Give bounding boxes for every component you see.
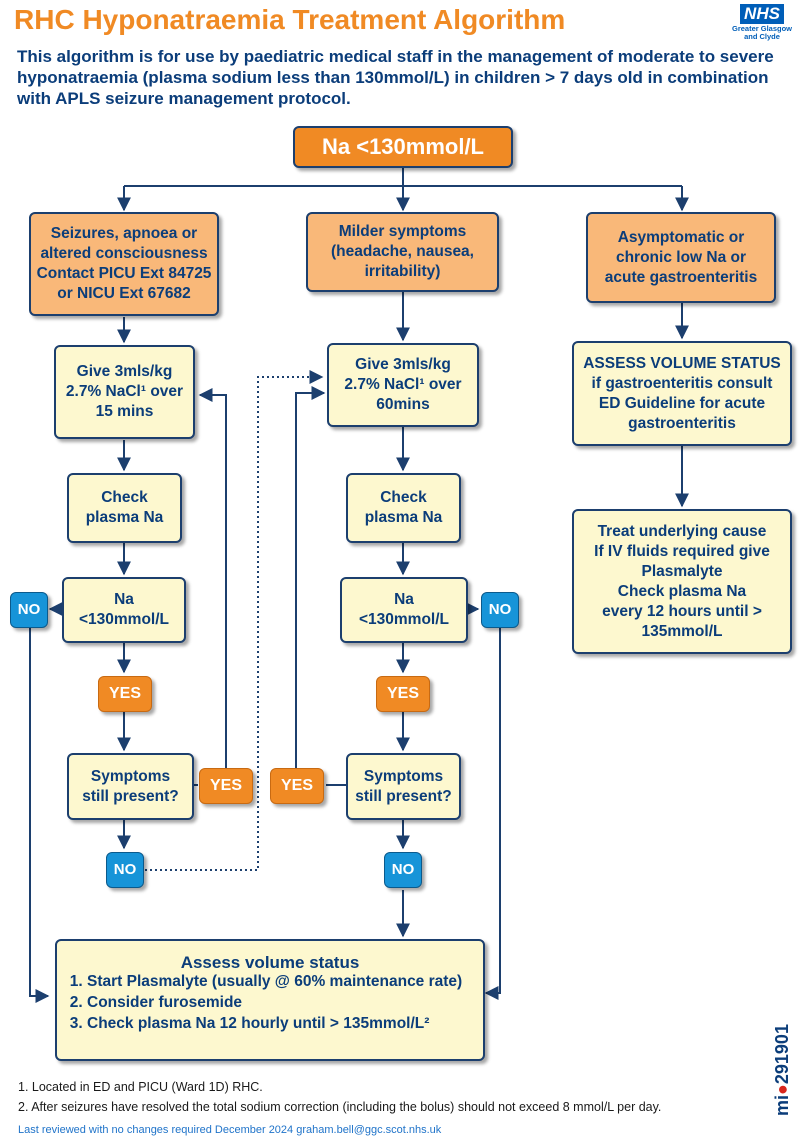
right-treat-box: Treat underlying cause If IV fluids requ… [572,509,792,654]
footnote-2: 2. After seizures have resolved the tota… [18,1100,662,1114]
left-na-yes-badge: YES [98,676,152,712]
middle-na-yes-badge: YES [376,676,430,712]
nhs-logo-mark: NHS [740,4,784,24]
middle-condition-box: Milder symptoms (headache, nausea, irrit… [306,212,499,292]
left-check-box: Check plasma Na [67,473,182,543]
mi-badge-number: 291901 [772,1024,792,1085]
nhs-logo-line2: and Clyde [744,32,780,41]
start-node: Na <130mmol/L [293,126,513,168]
final-item-1: Start Plasmalyte (usually @ 60% maintena… [87,971,462,992]
nhs-logo: NHS Greater Glasgow and Clyde [722,4,798,44]
mi-badge: mi●291901 [764,1016,803,1126]
middle-give-box: Give 3mls/kg 2.7% NaCl¹ over 60mins [327,343,479,427]
intro-text: This algorithm is for use by paediatric … [17,47,774,108]
left-condition-box: Seizures, apnoea or altered consciousnes… [29,212,219,316]
left-symptoms-box: Symptoms still present? [67,753,194,820]
middle-symptoms-no-badge: NO [384,852,422,888]
connector-dotted-escalation [145,370,324,871]
mi-badge-text: mi●291901 [772,1024,793,1116]
right-condition-box: Asymptomatic or chronic low Na or acute … [586,212,776,303]
connector-left-no-to-final [29,628,50,1003]
connector-middle-no-to-final [484,628,501,1000]
final-list: Start Plasmalyte (usually @ 60% maintena… [65,971,462,1034]
nhs-logo-subtitle: Greater Glasgow and Clyde [722,25,802,41]
middle-symptoms-yes-badge: YES [270,768,324,804]
footnote-1: 1. Located in ED and PICU (Ward 1D) RHC. [18,1080,263,1094]
connector-left-yes-loop [198,388,227,768]
mi-badge-prefix: mi [772,1094,792,1116]
middle-na-box: Na <130mmol/L [340,577,468,643]
left-symptoms-no-badge: NO [106,852,144,888]
nhs-logo-line1: Greater Glasgow [731,24,793,33]
left-symptoms-yes-badge: YES [199,768,253,804]
middle-check-box: Check plasma Na [346,473,461,543]
review-note: Last reviewed with no changes required D… [18,1124,442,1136]
page-title: RHC Hyponatraemia Treatment Algorithm [14,4,566,35]
middle-symptoms-box: Symptoms still present? [346,753,461,820]
left-na-box: Na <130mmol/L [62,577,186,643]
final-item-3: Check plasma Na 12 hourly until > 135mmo… [87,1013,462,1034]
middle-na-no-badge: NO [481,592,519,628]
right-assess-box: ASSESS VOLUME STATUS if gastroenteritis … [572,341,792,446]
mi-badge-dot: ● [772,1084,792,1095]
final-assess-box: Assess volume status Start Plasmalyte (u… [55,939,485,1061]
final-item-2: Consider furosemide [87,992,462,1013]
final-title: Assess volume status [180,953,360,972]
left-give-box: Give 3mls/kg 2.7% NaCl¹ over 15 mins [54,345,195,439]
left-na-no-badge: NO [10,592,48,628]
connector-middle-yes-loop [295,386,326,768]
